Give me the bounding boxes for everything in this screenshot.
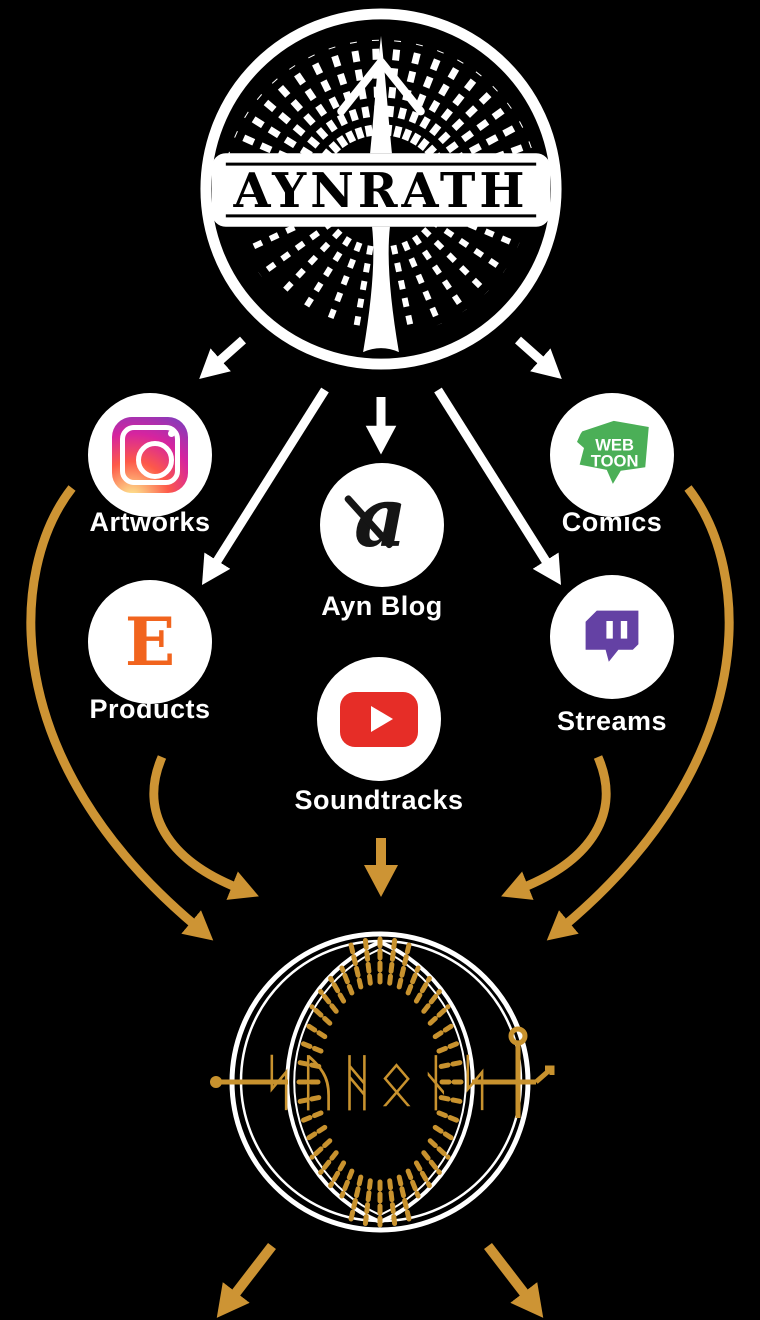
rune-band — [210, 1026, 555, 1118]
bottom-logo-runes: ᛋᚢᚻᛟᚾᛋ — [260, 1046, 495, 1119]
node-label-ayn-blog: Ayn Blog — [321, 591, 443, 621]
node-artworks[interactable]: Artworks — [40, 393, 260, 538]
logo-name-band — [211, 153, 551, 227]
node-label-streams: Streams — [556, 706, 668, 736]
twitch-icon[interactable] — [550, 575, 674, 699]
instagram-icon[interactable] — [88, 393, 212, 517]
arrow-comics-to-bottom — [546, 485, 734, 941]
node-label-soundtracks: Soundtracks — [294, 785, 464, 815]
arrow-top-to-comics — [515, 336, 562, 379]
top-logo: AYNRATH — [192, 2, 570, 380]
arrow-products-to-bottom — [149, 755, 259, 900]
gold-wreath — [293, 933, 467, 1231]
arrow-top-to-products — [201, 387, 329, 586]
tree-of-life-icon: AYNRATH — [200, 8, 562, 370]
arrow-top-to-artworks — [199, 336, 246, 379]
youtube-icon[interactable] — [317, 657, 441, 781]
node-comics[interactable]: WEB TOON Comics — [502, 393, 722, 538]
etsy-icon[interactable]: E — [88, 580, 212, 704]
webtoon-icon[interactable]: WEB TOON — [550, 393, 674, 517]
arrow-streams-to-bottom — [501, 755, 611, 900]
node-products[interactable]: E Products — [40, 580, 260, 725]
arrow-top-to-streams — [434, 387, 562, 586]
node-ayn-blog[interactable]: a Ayn Blog — [272, 463, 492, 622]
node-soundtracks[interactable]: Soundtracks — [269, 657, 489, 816]
rune-vesica-icon: ᛋᚢᚻᛟᚾᛋ — [210, 931, 555, 1233]
bottom-logo: ᛋᚢᚻᛟᚾᛋ — [200, 922, 560, 1262]
node-streams[interactable]: Streams — [502, 575, 722, 737]
arrow-artworks-to-bottom — [26, 485, 214, 941]
blog-icon[interactable]: a — [320, 463, 444, 587]
top-logo-text: AYNRATH — [233, 163, 529, 219]
arrow-bottom-out-left — [216, 1242, 276, 1318]
svg-text:TOON: TOON — [591, 451, 639, 470]
svg-text:WEB: WEB — [595, 436, 634, 455]
arrow-bottom-out-right — [484, 1242, 544, 1318]
